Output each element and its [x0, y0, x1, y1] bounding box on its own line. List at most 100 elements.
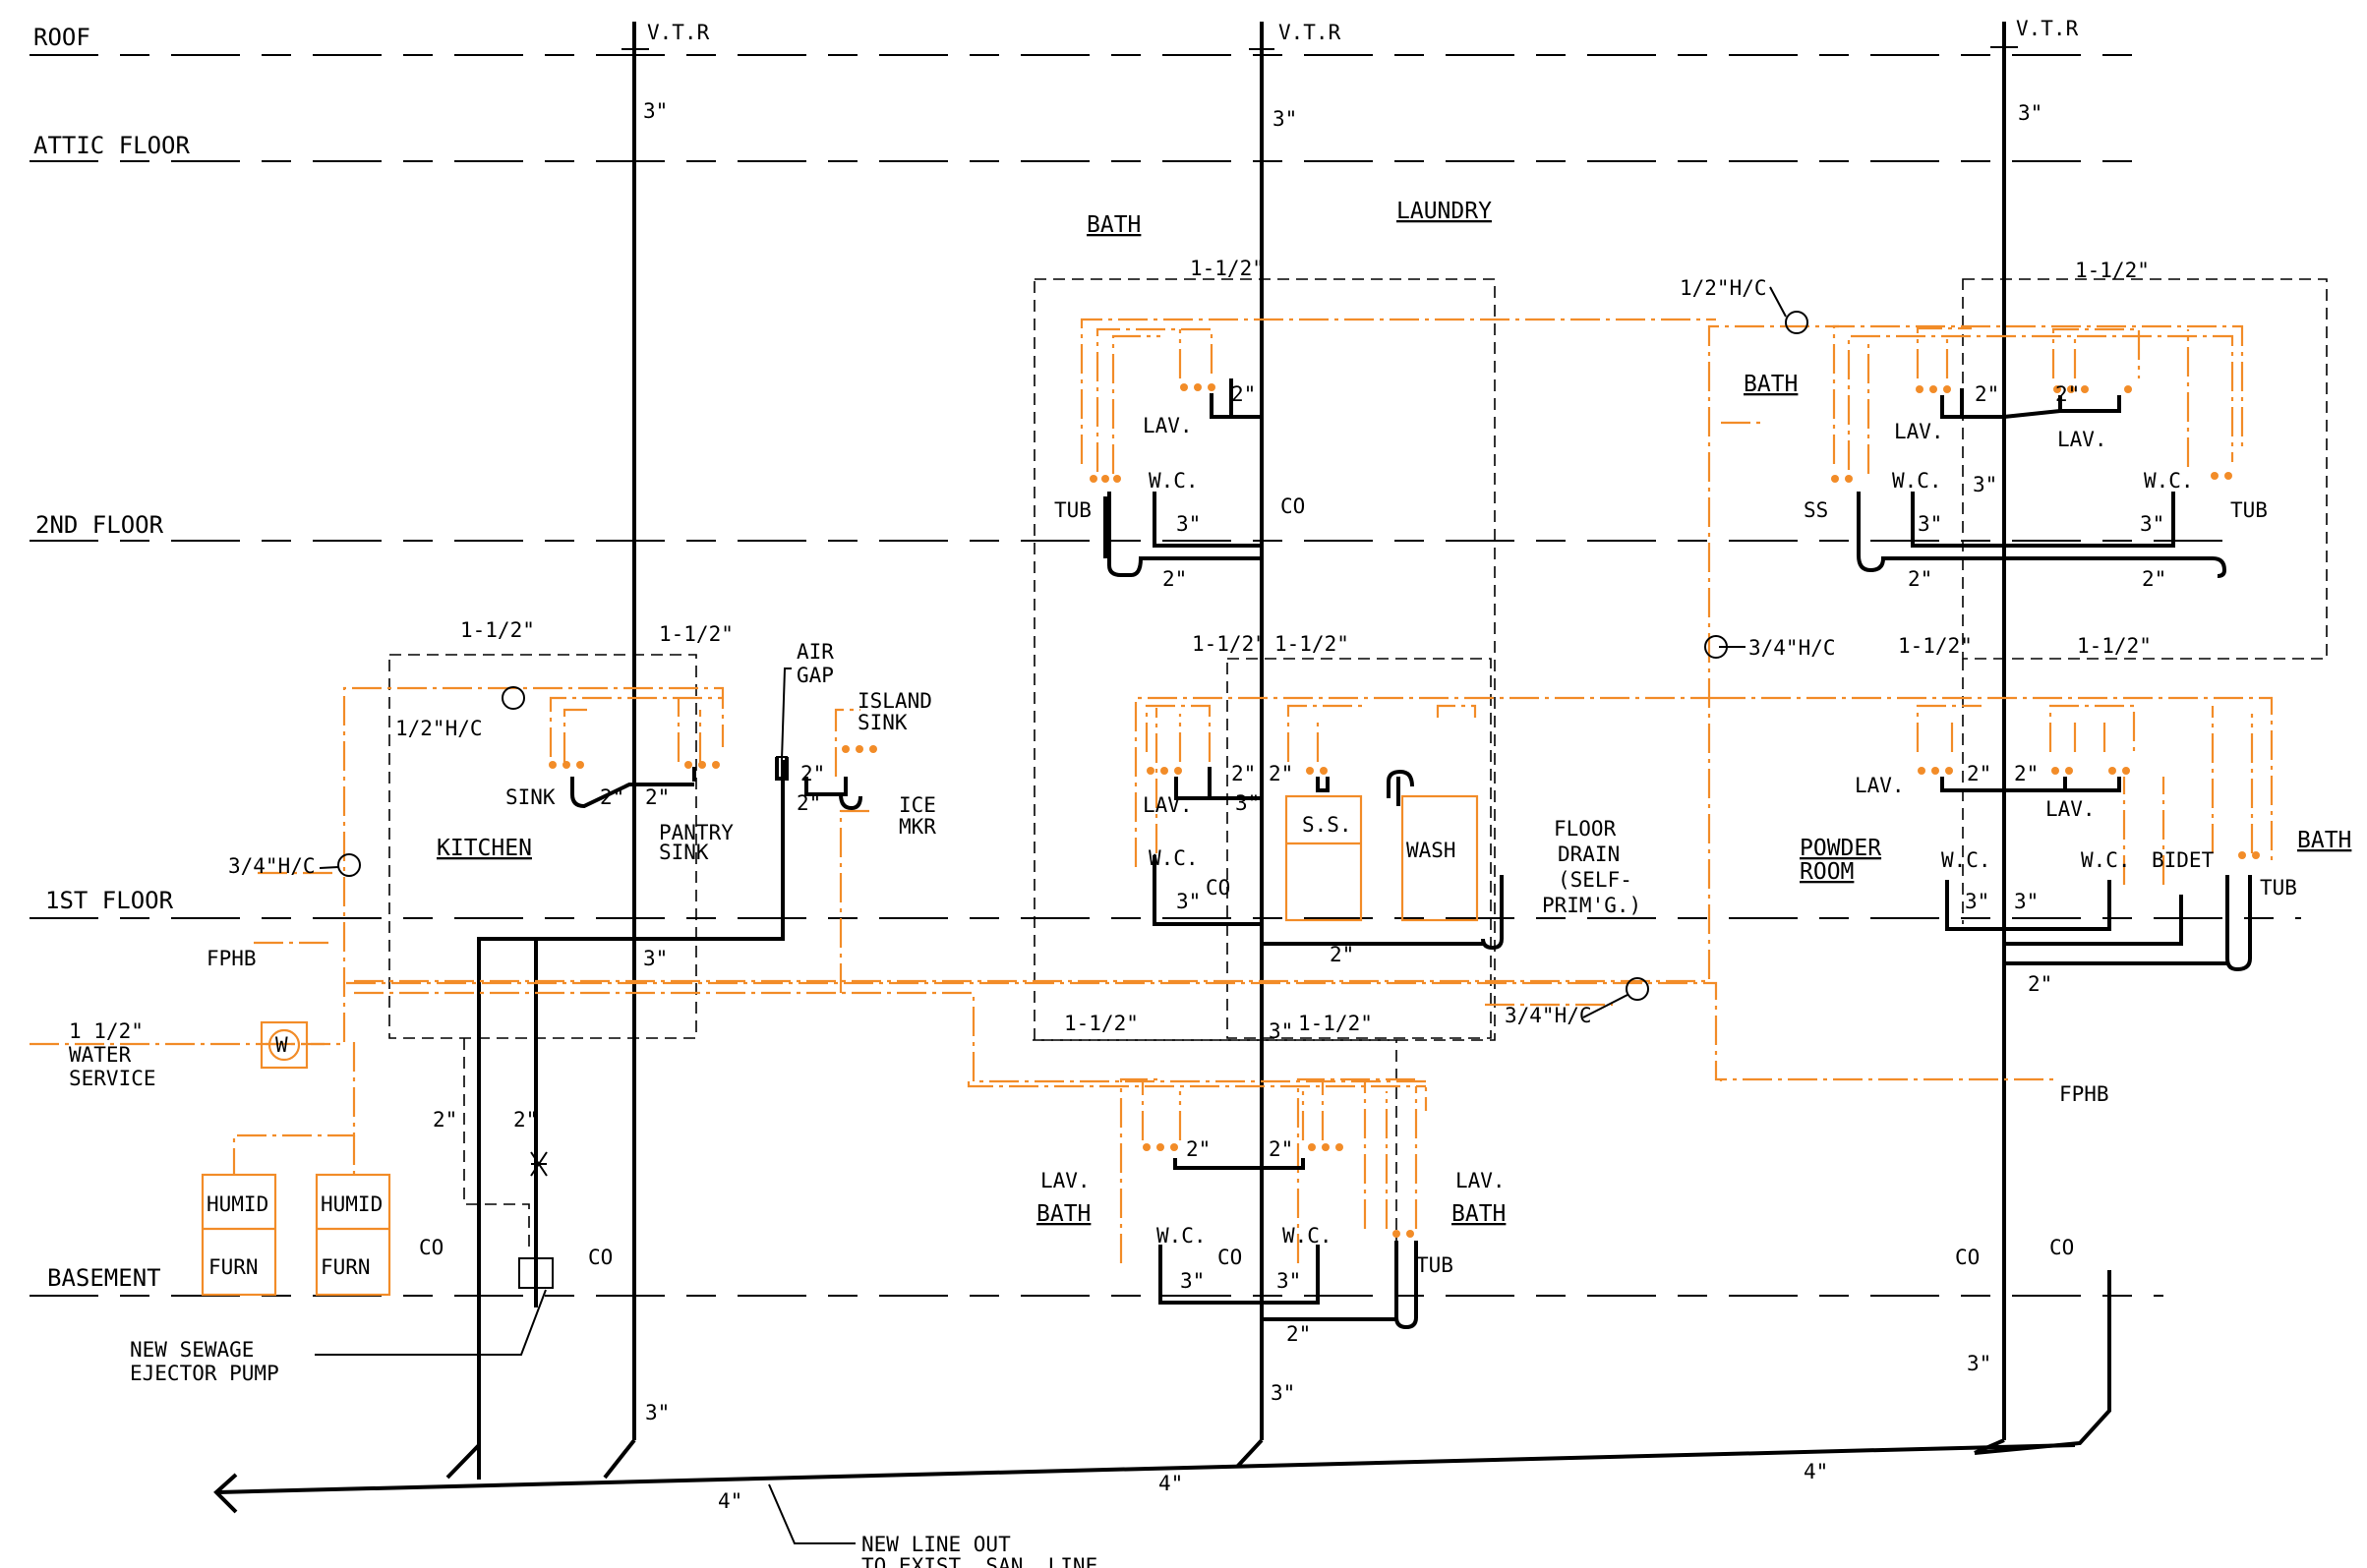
size-label: 3"	[1967, 1352, 1991, 1375]
size-label: 1-1/2"	[460, 618, 535, 642]
stack-size-3: 3"	[2018, 101, 2042, 125]
fixture-label: HUMID	[321, 1192, 383, 1216]
co-label: CO	[1217, 1246, 1242, 1269]
size-label: 3"	[2014, 890, 2039, 913]
size-label: 2"	[1231, 382, 1256, 406]
size-label: 2"	[1231, 762, 1256, 785]
note-new-line: NEW LINE OUT	[861, 1533, 1011, 1556]
room-bath-1f-right: BATH	[2297, 828, 2351, 853]
fixture-label: PANTRY	[659, 821, 734, 844]
size-label: 2"	[1186, 1137, 1211, 1161]
size-label: 2"	[433, 1108, 457, 1132]
waste-stacks	[213, 22, 2111, 1514]
fixture-label: FURN	[321, 1255, 371, 1279]
size-label: 2"	[800, 762, 825, 785]
note-ejector-pump: NEW SEWAGE	[130, 1338, 254, 1362]
note-new-line: TO EXIST. SAN. LINE	[861, 1554, 1097, 1568]
note-ejector-pump: EJECTOR PUMP	[130, 1362, 279, 1385]
fixture-boxes	[201, 756, 1479, 1297]
floor-label-second: 2ND FLOOR	[35, 511, 164, 539]
hc-markers	[337, 311, 1808, 1001]
floor-lines	[30, 54, 2301, 1297]
hc-label: 1/2"H/C	[395, 717, 483, 740]
fixture-label: SINK	[659, 841, 709, 864]
fixture-label: W.C.	[2144, 469, 2194, 493]
size-label: 2"	[2055, 382, 2080, 406]
vent-lines	[388, 278, 2328, 1298]
size-label: 1-1/2"	[1898, 634, 1973, 658]
size-label: 3"	[2140, 512, 2164, 536]
hc-label: 3/4"H/C	[1748, 636, 1836, 660]
size-label: 1-1/2"	[1190, 257, 1265, 280]
stack-size-1: 3"	[643, 99, 668, 123]
size-label: 2"	[1269, 762, 1293, 785]
floor-label-basement: BASEMENT	[47, 1264, 161, 1292]
size-label: 4"	[718, 1489, 742, 1513]
co-label: CO	[419, 1236, 444, 1259]
size-label: 3"	[1271, 1381, 1295, 1405]
fixture-label: ISLAND	[858, 689, 932, 713]
fixture-label: SINK	[505, 785, 556, 809]
size-label: 2"	[1269, 1137, 1293, 1161]
room-powder-2: ROOM	[1800, 859, 1854, 885]
floor-label-first: 1ST FLOOR	[45, 887, 174, 914]
size-label: 3"	[1269, 1019, 1293, 1043]
co-label: CO	[1206, 876, 1230, 900]
labels: BATH LAUNDRY BATH KITCHEN POWDER ROOM BA…	[69, 199, 2351, 1568]
fixture-label: W.C.	[1941, 848, 1991, 872]
fixture-label: W.C.	[1149, 469, 1199, 493]
water-meter-icon: W	[275, 1033, 288, 1057]
fixture-label: HUMID	[207, 1192, 268, 1216]
leader-lines	[315, 286, 1787, 1544]
fixture-label: LAV.	[1855, 774, 1905, 797]
note-water-service: SERVICE	[69, 1067, 156, 1090]
size-label: 3"	[1276, 1269, 1301, 1293]
fixture-label: TUB	[1054, 498, 1092, 522]
size-label: 2"	[513, 1108, 538, 1132]
size-label: 4"	[1158, 1472, 1183, 1495]
fixture-label: TUB	[1416, 1253, 1453, 1277]
fixture-label: LAV.	[1143, 793, 1193, 817]
fixture-label: SS	[1804, 498, 1828, 522]
size-label: 2"	[1162, 567, 1187, 591]
fixture-label: (SELF-	[1558, 868, 1632, 892]
size-label: 1-1/2"	[2077, 634, 2152, 658]
size-label: 2"	[1967, 762, 1991, 785]
size-label: 3"	[643, 947, 668, 970]
size-label: 2"	[2142, 567, 2166, 591]
drain-branches	[570, 378, 2252, 1330]
hc-label: 3/4"H/C	[1505, 1004, 1592, 1027]
fixture-label: DRAIN	[1558, 842, 1620, 866]
fixture-label: AIR	[797, 640, 834, 664]
size-label: 2"	[600, 785, 624, 809]
size-label: 1-1/2"	[1192, 632, 1267, 656]
vtr-label-1: V.T.R	[647, 21, 710, 44]
co-label: CO	[1955, 1246, 1980, 1269]
size-label: 1-1/2"	[2075, 259, 2150, 282]
fixture-label: TUB	[2230, 498, 2268, 522]
size-label: 3"	[645, 1401, 670, 1424]
hc-label: 3/4"H/C	[228, 854, 316, 878]
floor-label-attic: ATTIC FLOOR	[33, 132, 190, 159]
fixture-label: WASH	[1406, 839, 1456, 862]
room-bath-bsmt-right: BATH	[1451, 1201, 1506, 1227]
size-label: 3"	[1973, 473, 1997, 496]
vtr-label-3: V.T.R	[2016, 17, 2079, 40]
room-bath-2f-left: BATH	[1087, 212, 1141, 238]
fixture-label: LAV.	[1143, 414, 1193, 437]
room-bath-bsmt-left: BATH	[1036, 1201, 1091, 1227]
size-label: 1-1/2"	[659, 622, 734, 646]
co-label: CO	[588, 1246, 613, 1269]
fixture-label: PRIM'G.)	[1542, 894, 1641, 917]
hc-label: 1/2"H/C	[1680, 276, 1767, 300]
stack-size-2: 3"	[1272, 107, 1297, 131]
size-label: 2"	[1330, 943, 1354, 966]
fixture-label: SINK	[858, 711, 908, 734]
room-kitchen: KITCHEN	[437, 836, 532, 861]
size-label: 3"	[1180, 1269, 1205, 1293]
fixture-label: W.C.	[1282, 1224, 1332, 1248]
vtr-label-2: V.T.R	[1278, 21, 1341, 44]
size-label: 1-1/2"	[1298, 1012, 1373, 1035]
fixture-label: S.S.	[1302, 813, 1352, 837]
fixture-label: FLOOR	[1554, 817, 1617, 841]
